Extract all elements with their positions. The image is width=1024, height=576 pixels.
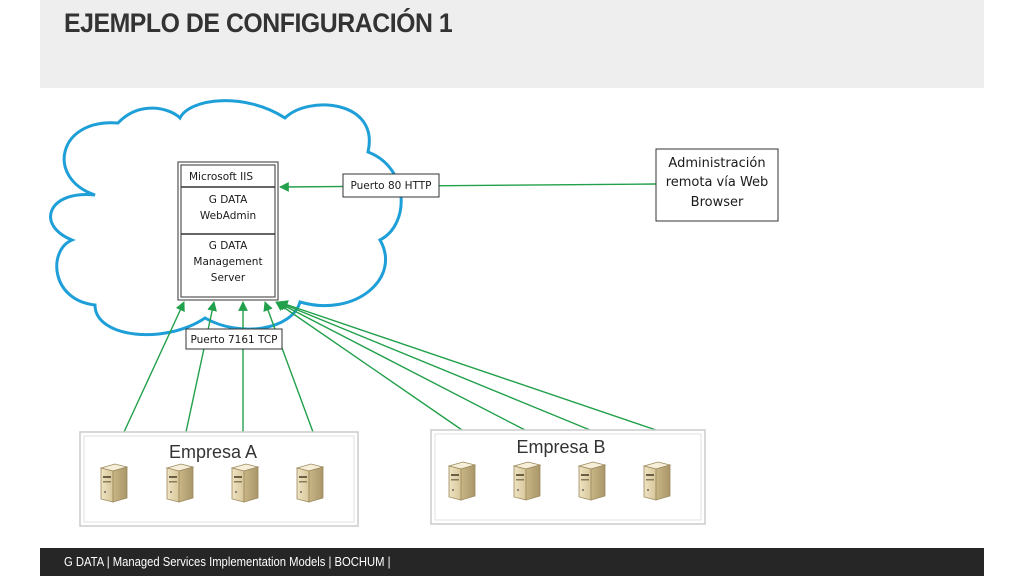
iis-label: Microsoft IIS <box>189 171 253 183</box>
slide-title: EJEMPLO DE CONFIGURACIÓN 1 <box>64 8 453 38</box>
server-icon <box>448 461 476 501</box>
server-icon <box>643 461 671 501</box>
webadmin-label-1: G DATA <box>209 194 248 206</box>
server-icon <box>296 463 324 503</box>
remote-admin-box: Administración remota vía Web Browser <box>655 148 779 222</box>
company-a-arrow-1 <box>123 301 185 433</box>
tcp-port-label: Puerto 7161 TCP <box>191 334 278 346</box>
title-bar: EJEMPLO DE CONFIGURACIÓN 1 <box>40 0 984 88</box>
remote-admin-line-1: Administración <box>668 156 765 171</box>
company-b-arrow-1 <box>275 301 463 431</box>
server-icon <box>100 463 128 503</box>
http-port-label: Puerto 80 HTTP <box>350 180 431 192</box>
company-a-box: Empresa A <box>79 431 359 527</box>
company-b-arrow-3 <box>277 300 591 431</box>
footer-bar: G DATA | Managed Services Implementation… <box>40 548 984 576</box>
webadmin-label-2: WebAdmin <box>200 210 256 222</box>
company-a-arrow-4 <box>263 301 314 433</box>
company-a-label: Empresa A <box>169 442 257 462</box>
company-b-arrow-2 <box>276 301 526 431</box>
remote-admin-line-2: remota vía Web <box>666 175 769 190</box>
server-icon <box>166 463 194 503</box>
server-stack: Microsoft IIS G DATA WebAdmin G DATA Man… <box>177 161 279 301</box>
mgmt-server-label-3: Server <box>211 272 246 284</box>
server-icon <box>578 461 606 501</box>
company-b-label: Empresa B <box>516 437 605 457</box>
mgmt-server-label-1: G DATA <box>209 240 248 252</box>
server-icon <box>513 461 541 501</box>
http-port-label-box: Puerto 80 HTTP <box>342 173 440 198</box>
company-b-box: Empresa B <box>430 429 706 525</box>
footer-text: G DATA | Managed Services Implementation… <box>64 555 391 569</box>
company-b-arrow-4 <box>278 300 657 431</box>
company-a-arrow-2 <box>185 301 217 433</box>
mgmt-server-label-2: Management <box>193 256 262 268</box>
remote-admin-line-3: Browser <box>691 195 744 210</box>
server-icon <box>231 463 259 503</box>
tcp-port-label-box: Puerto 7161 TCP <box>185 328 283 350</box>
